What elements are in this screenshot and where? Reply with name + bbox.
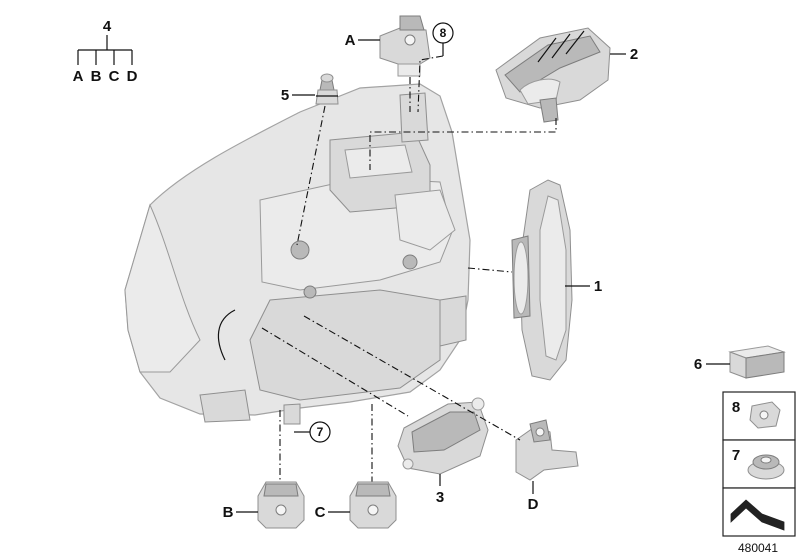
part-2-leader [369, 118, 557, 170]
callout-8: 8 [440, 26, 447, 40]
headlight-housing [124, 83, 471, 425]
part-6-block [728, 345, 786, 379]
tree-parent-label: 4 [103, 18, 112, 35]
callout-5: 5 [281, 87, 289, 104]
callout-3: 3 [436, 489, 444, 506]
tree-child-b: B [91, 68, 102, 85]
part-d-leader [303, 315, 521, 441]
part-1-lens [511, 179, 573, 381]
part-3-control-unit [397, 397, 489, 475]
sidebar-item-7: 7 [722, 439, 796, 489]
callout-2: 2 [630, 46, 638, 63]
sidebar-item-extra [722, 487, 796, 537]
part-5-grommet [315, 73, 339, 105]
tree-child-a: A [73, 68, 84, 85]
part-d-bracket [515, 419, 579, 481]
callout-7: 7 [317, 425, 324, 439]
part-1-leader [467, 267, 513, 273]
callout-6: 6 [694, 356, 702, 373]
callout-c: C [315, 504, 326, 521]
sidebar-label-7: 7 [732, 447, 740, 464]
part-a-bracket [379, 15, 431, 77]
part-2-cover [495, 27, 611, 123]
sidebar-label-8: 8 [732, 399, 740, 416]
callout-8-circle: 8 [432, 22, 454, 44]
sidebar-item-8: 8 [722, 391, 796, 441]
part-8-leader [417, 55, 444, 113]
part-5-leader [296, 105, 326, 246]
tree-child-d: D [127, 68, 138, 85]
callout-7-circle: 7 [309, 421, 331, 443]
callout-1: 1 [594, 278, 602, 295]
part-b-bracket [257, 481, 305, 529]
callout-b: B [223, 504, 234, 521]
callout-a: A [345, 32, 356, 49]
variant-tree: 4 A B C D [73, 18, 138, 85]
tree-child-c: C [109, 68, 120, 85]
part-c-bracket [349, 481, 397, 529]
zigzag-icon [730, 499, 785, 531]
callout-d: D [528, 496, 539, 513]
reference-number: 480041 [738, 541, 778, 555]
